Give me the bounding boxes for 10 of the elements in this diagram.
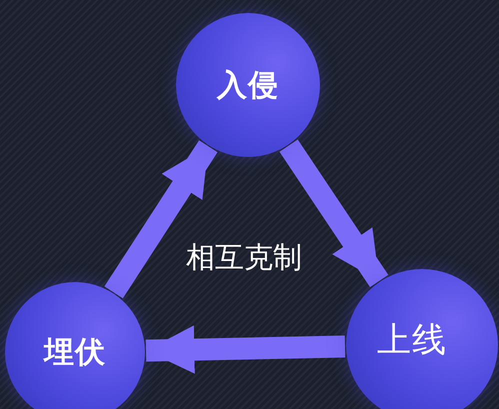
center-label: 相互克制: [186, 239, 302, 276]
circle-node: [346, 269, 498, 409]
node-label: 上线: [377, 321, 447, 361]
circle-node: [5, 282, 145, 409]
arrow: [279, 140, 388, 288]
node-label: 埋伏: [44, 334, 106, 372]
arrow: [146, 325, 346, 374]
circle-node: [176, 13, 320, 157]
node-label: 入侵: [217, 66, 279, 104]
arrow: [104, 140, 218, 298]
